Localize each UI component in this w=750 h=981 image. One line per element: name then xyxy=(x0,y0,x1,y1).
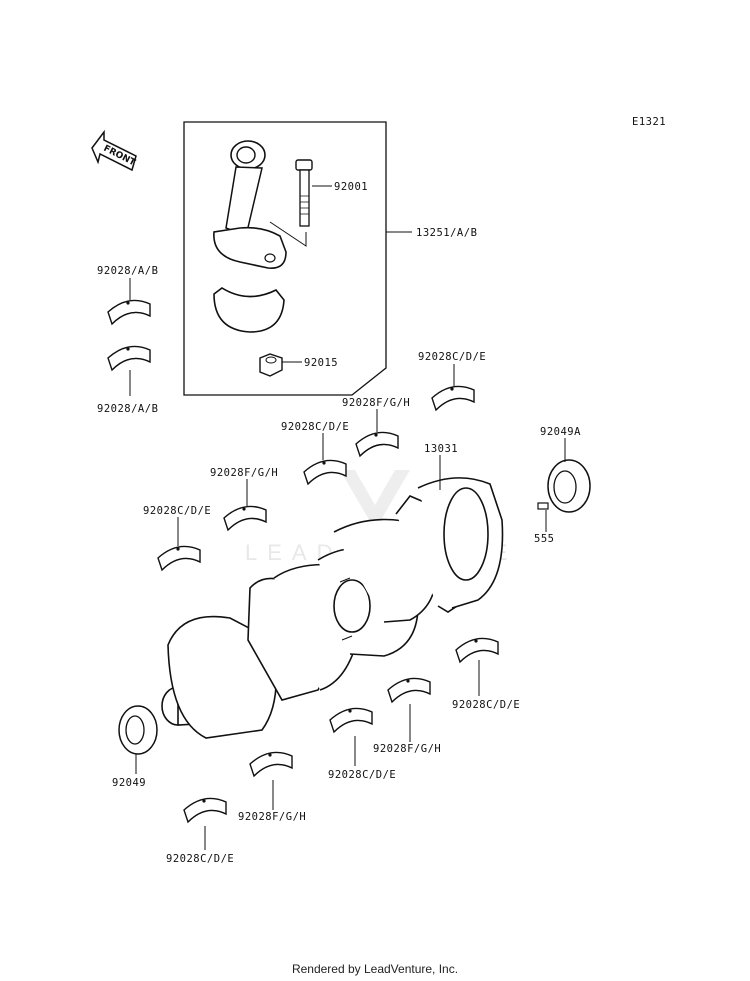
part-label-92028cde[interactable]: 92028C/D/E xyxy=(166,853,234,865)
bearing-shell-icon xyxy=(355,431,399,457)
connecting-rod-assembly-frame xyxy=(183,121,387,396)
part-label-92028fgh[interactable]: 92028F/G/H xyxy=(373,743,441,755)
crankshaft-icon xyxy=(161,477,504,739)
oil-seal-92049a-icon xyxy=(547,459,591,513)
part-label-92028cde[interactable]: 92028C/D/E xyxy=(143,505,211,517)
bearing-shell-icon xyxy=(431,385,475,411)
part-label-92028-ab-top[interactable]: 92028/A/B xyxy=(97,265,158,277)
front-arrow-icon: FRONT xyxy=(91,129,138,172)
rod-bolt-icon xyxy=(295,159,313,227)
leader-lines xyxy=(129,185,566,850)
oil-seal-92049-icon xyxy=(118,705,158,755)
part-label-13251[interactable]: 13251/A/B xyxy=(416,227,477,239)
diagram-code: E1321 xyxy=(632,116,666,128)
part-label-92028cde[interactable]: 92028C/D/E xyxy=(418,351,486,363)
bearing-shell-icon xyxy=(183,797,227,823)
part-label-92028cde[interactable]: 92028C/D/E xyxy=(281,421,349,433)
part-label-92028fgh[interactable]: 92028F/G/H xyxy=(238,811,306,823)
part-label-13031[interactable]: 13031 xyxy=(424,443,458,455)
part-label-92028cde[interactable]: 92028C/D/E xyxy=(328,769,396,781)
rod-nut-icon xyxy=(259,353,283,377)
part-label-92049[interactable]: 92049 xyxy=(112,777,146,789)
part-label-92028fgh[interactable]: 92028F/G/H xyxy=(342,397,410,409)
footer-credit: Rendered by LeadVenture, Inc. xyxy=(291,962,459,976)
bearing-shell-icon xyxy=(329,707,373,733)
bearing-shell-icon xyxy=(303,459,347,485)
connecting-rod-icon xyxy=(213,140,287,269)
bearing-shell-icon xyxy=(387,677,431,703)
bearing-shell-icon xyxy=(107,299,151,325)
part-label-92015[interactable]: 92015 xyxy=(304,357,338,369)
bearing-shell-icon xyxy=(157,545,201,571)
part-label-555[interactable]: 555 xyxy=(534,533,554,545)
bearing-shell-icon xyxy=(249,751,293,777)
part-label-92028fgh[interactable]: 92028F/G/H xyxy=(210,467,278,479)
key-555-icon xyxy=(537,502,549,510)
part-label-92028cde[interactable]: 92028C/D/E xyxy=(452,699,520,711)
part-label-92049a[interactable]: 92049A xyxy=(540,426,581,438)
part-label-92001[interactable]: 92001 xyxy=(334,181,368,193)
bearing-shell-icon xyxy=(455,637,499,663)
part-label-92028-ab-bottom[interactable]: 92028/A/B xyxy=(97,403,158,415)
bearing-shell-icon xyxy=(223,505,267,531)
bearing-shell-icon xyxy=(107,345,151,371)
rod-cap-icon xyxy=(213,287,285,333)
